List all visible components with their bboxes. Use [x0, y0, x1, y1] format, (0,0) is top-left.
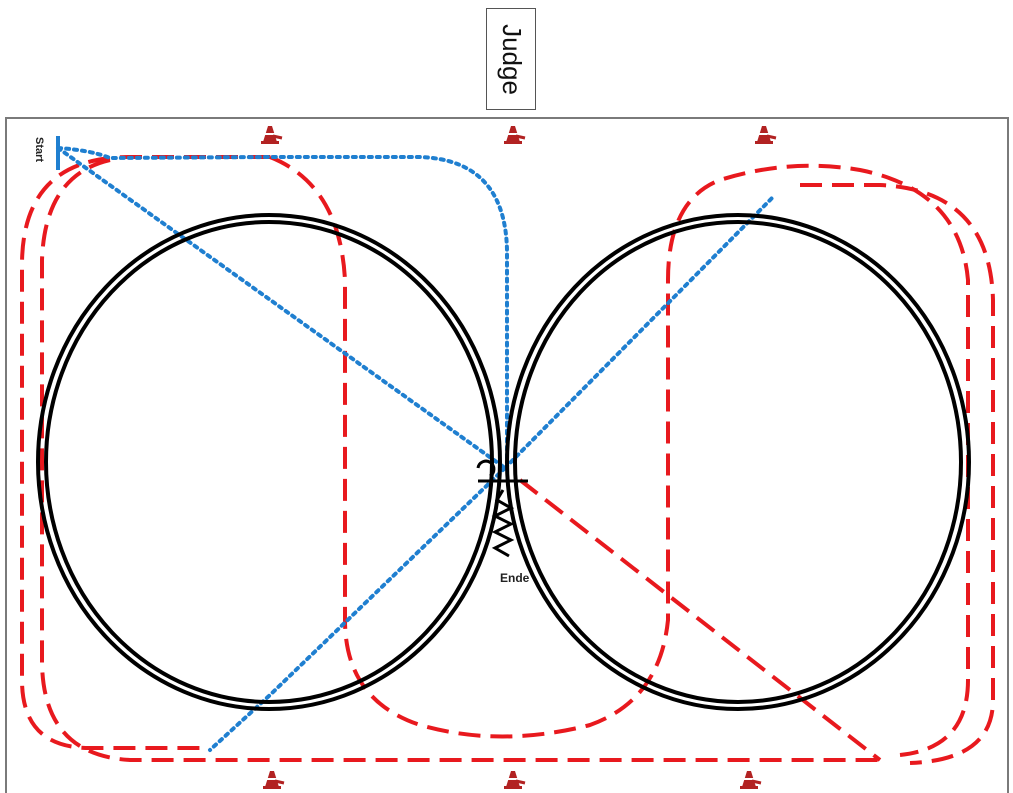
cone-top-left	[261, 126, 283, 144]
cone-bottom-left	[263, 771, 285, 789]
cone-top-right	[755, 126, 777, 144]
right-circle-outer	[505, 213, 971, 711]
blue-route-diagonal-1	[56, 146, 507, 470]
blue-route-diagonal-2	[503, 193, 777, 470]
left-circle-outer	[36, 213, 502, 711]
cone-bottom-right	[740, 771, 762, 789]
blue-route-top-path	[56, 146, 509, 462]
blue-route-diagonal-3	[208, 466, 507, 752]
red-route-outer-left	[20, 155, 270, 750]
red-route-diagonal	[518, 478, 882, 762]
arena-border	[5, 117, 1009, 793]
cone-bottom-middle	[504, 771, 526, 789]
center-marker	[476, 459, 528, 558]
left-circle-inner	[44, 220, 494, 704]
red-route-outer-right	[800, 183, 995, 765]
figure-eight-circles	[36, 213, 971, 711]
cone-top-middle	[504, 126, 526, 144]
red-route-inner-left	[269, 155, 970, 757]
end-label: Ende	[500, 571, 530, 585]
red-routes	[20, 155, 995, 765]
blue-routes	[56, 146, 777, 752]
red-route-left-wide	[40, 158, 880, 762]
judge-box: Judge	[486, 8, 536, 110]
right-circle-inner	[513, 220, 963, 704]
start-label: Start	[33, 137, 45, 162]
